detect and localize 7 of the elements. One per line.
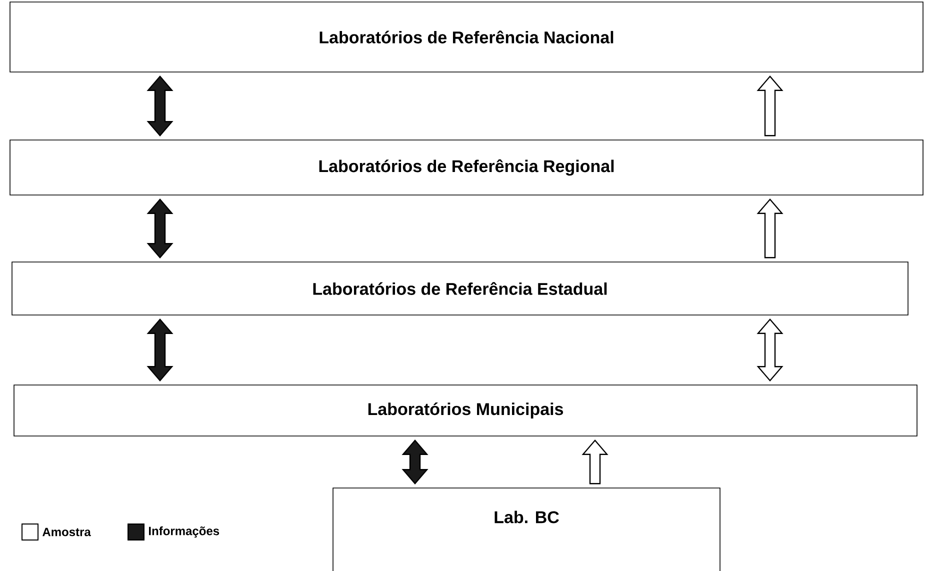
legend-label: Amostra <box>42 528 91 536</box>
level-box: Laboratórios de Referência Regional <box>10 140 924 196</box>
level-box: Laboratórios de Referência Estadual <box>12 262 908 316</box>
legend-label: Informações <box>149 526 220 538</box>
level-box: Laboratórios de Referência Nacional <box>10 2 924 72</box>
level-box: Laboratórios Municipais <box>14 384 918 436</box>
level-box: Lab. BC <box>332 488 720 571</box>
